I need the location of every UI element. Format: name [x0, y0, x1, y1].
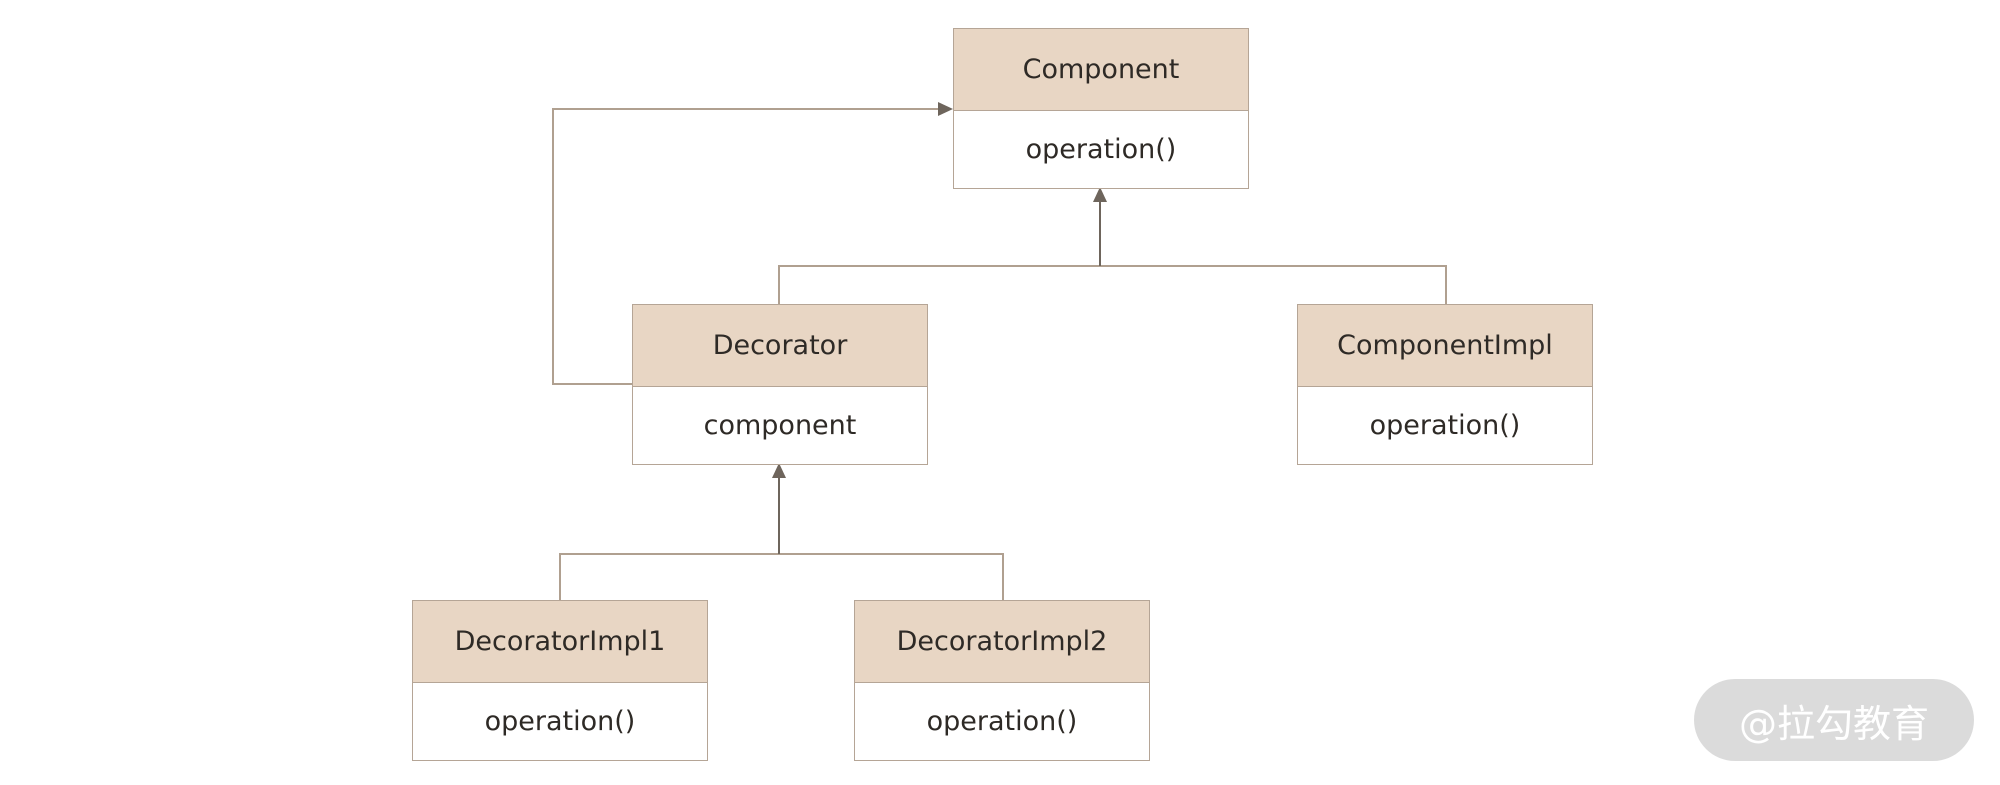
class-name: DecoratorImpl2	[855, 601, 1149, 683]
class-name: DecoratorImpl1	[413, 601, 707, 683]
arrowhead-component-icon	[1093, 187, 1107, 202]
connector-decorator-association	[552, 108, 940, 385]
class-member: operation()	[926, 706, 1078, 737]
arrowhead-association-icon	[938, 102, 953, 116]
class-member: operation()	[484, 706, 636, 737]
class-name: Component	[954, 29, 1248, 111]
class-decorator: Decorator component	[632, 304, 928, 465]
class-decorator-impl2: DecoratorImpl2 operation()	[854, 600, 1150, 761]
class-name: Decorator	[633, 305, 927, 387]
class-name: ComponentImpl	[1298, 305, 1592, 387]
connector-decoratorimpls-to-decorator	[559, 553, 1004, 600]
class-component: Component operation()	[953, 28, 1249, 189]
class-decorator-impl1: DecoratorImpl1 operation()	[412, 600, 708, 761]
class-member: component	[703, 410, 857, 441]
arrowhead-decorator-icon	[772, 463, 786, 478]
connector-decorator-to-component	[778, 265, 1447, 304]
watermark-badge: @拉勾教育	[1694, 679, 1974, 761]
class-member: operation()	[1025, 134, 1177, 165]
class-component-impl: ComponentImpl operation()	[1297, 304, 1593, 465]
class-member: operation()	[1369, 410, 1521, 441]
